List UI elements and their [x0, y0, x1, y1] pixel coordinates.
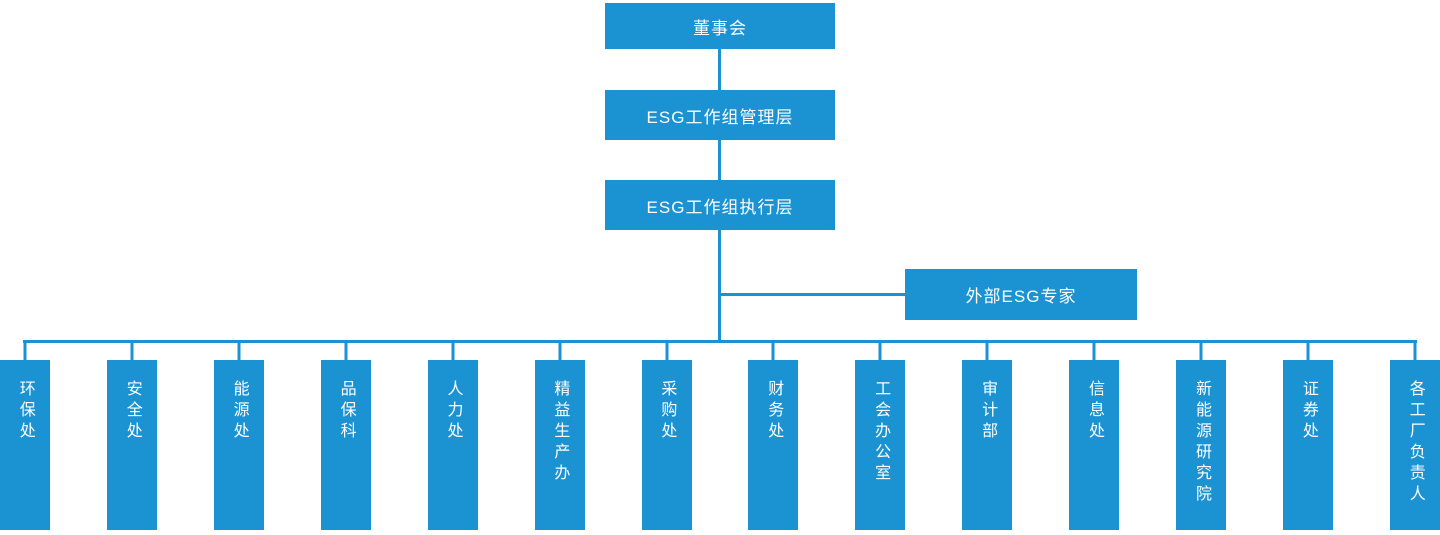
department-label: 证券处 — [1299, 380, 1317, 443]
department-label: 能源处 — [230, 380, 248, 443]
department-label: 审计部 — [979, 380, 997, 443]
department-node: 品保科 — [320, 341, 371, 530]
department-node: 证券处 — [1283, 341, 1334, 530]
department-node: 能源处 — [213, 341, 264, 530]
connector-stub — [1413, 341, 1417, 360]
department-label: 品保科 — [337, 380, 355, 443]
department-node: 各工厂负责人 — [1389, 341, 1440, 530]
department-label: 工会办公室 — [872, 380, 890, 485]
department-node: 安全处 — [106, 341, 157, 530]
connector-stub — [451, 341, 455, 360]
department-node: 新能源研究院 — [1176, 341, 1227, 530]
department-label: 采购处 — [658, 380, 676, 443]
department-label: 环保处 — [16, 380, 34, 443]
connector-stub — [23, 341, 27, 360]
department-node: 精益生产办 — [534, 341, 585, 530]
department-label: 财务处 — [765, 380, 783, 443]
connector-external-branch — [720, 293, 905, 296]
department-label: 人力处 — [444, 380, 462, 443]
connector-management-execution — [718, 140, 721, 180]
connector-stub — [1199, 341, 1203, 360]
department-label: 安全处 — [123, 380, 141, 443]
node-esg-management: ESG工作组管理层 — [605, 90, 835, 140]
department-label: 各工厂负责人 — [1406, 380, 1424, 506]
connector-stub — [130, 341, 134, 360]
department-node: 工会办公室 — [855, 341, 906, 530]
departments-row: 环保处 安全处 能源处 品保科 人力处 精益生产办 采购处 财务处 — [0, 341, 1440, 530]
department-node: 财务处 — [748, 341, 799, 530]
connector-stub — [558, 341, 562, 360]
department-label: 新能源研究院 — [1192, 380, 1210, 506]
connector-bus — [23, 340, 1417, 343]
department-node: 人力处 — [427, 341, 478, 530]
department-node: 审计部 — [962, 341, 1013, 530]
connector-stub — [344, 341, 348, 360]
department-label: 精益生产办 — [551, 380, 569, 485]
connector-board-management — [718, 49, 721, 90]
connector-stub — [771, 341, 775, 360]
department-node: 环保处 — [0, 341, 50, 530]
node-esg-execution: ESG工作组执行层 — [605, 180, 835, 230]
connector-stub — [878, 341, 882, 360]
department-node: 采购处 — [641, 341, 692, 530]
connector-stub — [1092, 341, 1096, 360]
node-board: 董事会 — [605, 3, 835, 49]
department-node: 信息处 — [1069, 341, 1120, 530]
department-label: 信息处 — [1086, 380, 1104, 443]
connector-stub — [237, 341, 241, 360]
connector-trunk — [718, 230, 721, 343]
connector-stub — [665, 341, 669, 360]
connector-stub — [985, 341, 989, 360]
connector-stub — [1306, 341, 1310, 360]
node-external-expert: 外部ESG专家 — [905, 269, 1137, 320]
